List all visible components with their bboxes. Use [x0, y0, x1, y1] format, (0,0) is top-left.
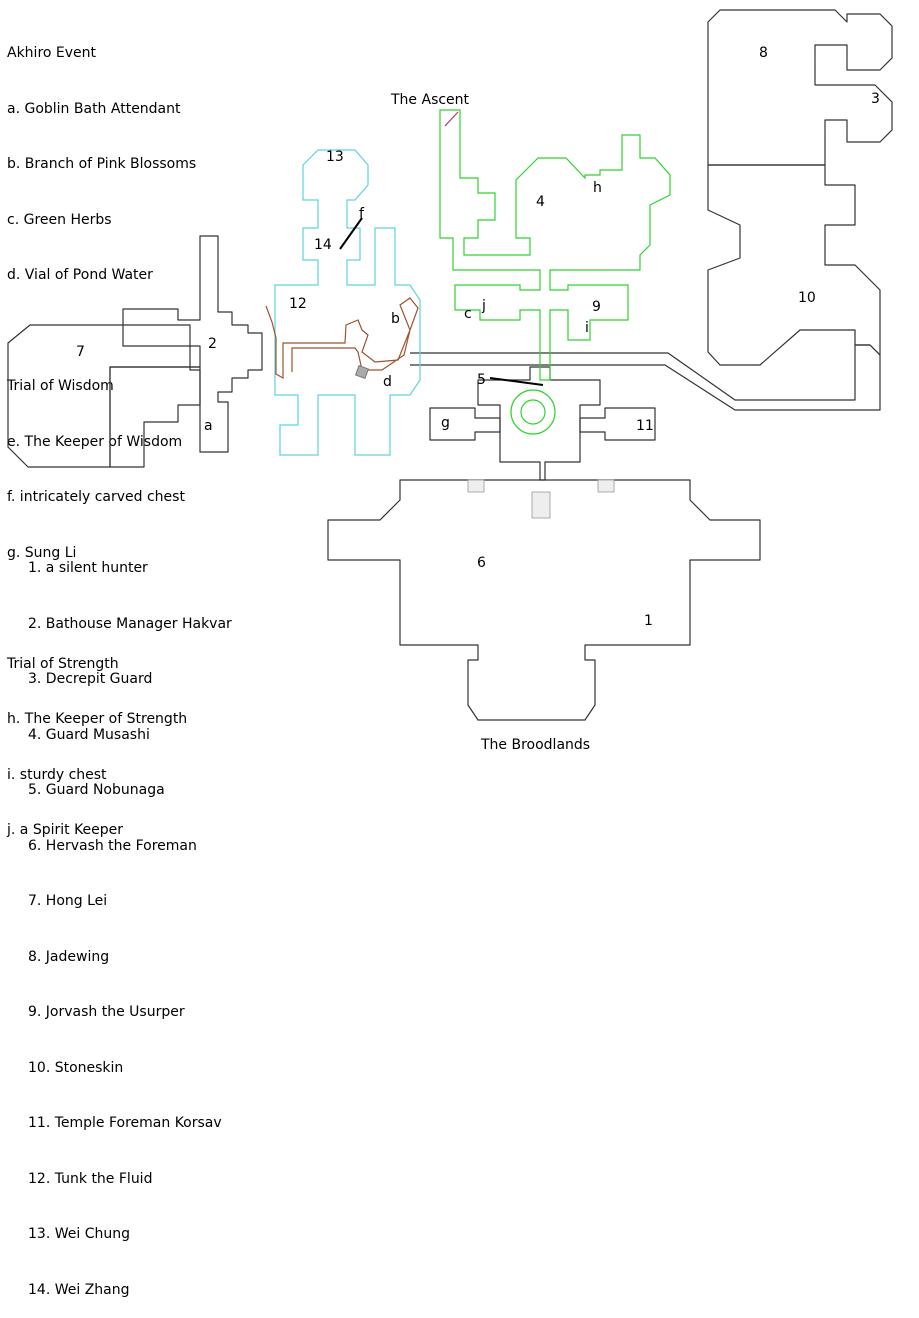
legend-wisdom-title: Trial of Wisdom [7, 378, 114, 394]
npc-item: 6. Hervash the Foreman [28, 837, 197, 854]
label-10: 10 [798, 290, 816, 306]
label-h: h [593, 180, 602, 196]
label-f: f [359, 206, 365, 222]
label-4: 4 [536, 194, 545, 210]
room-10 [707, 164, 881, 366]
label-7: 7 [76, 344, 85, 360]
label-d: d [383, 374, 392, 390]
npc-item: 8. Jadewing [28, 948, 110, 965]
strength-trial-outline [439, 109, 671, 381]
room-8 [707, 9, 893, 166]
legend-akhiro-title: Akhiro Event [7, 45, 97, 61]
legend-strength-title: Trial of Strength [7, 655, 119, 672]
leader-f [339, 217, 363, 250]
label-9: 9 [592, 299, 601, 315]
legend-item: g. Sung Li [7, 544, 77, 561]
legend-item: a. Goblin Bath Attendant [7, 100, 181, 117]
label-11: 11 [636, 418, 654, 434]
label-g: g [441, 415, 450, 431]
ascent-marker [444, 111, 459, 127]
npc-item: 3. Decrepit Guard [28, 671, 153, 687]
label-b: b [391, 311, 400, 327]
leader-5 [489, 377, 544, 386]
stairs [467, 479, 615, 519]
label-a: a [204, 418, 213, 434]
label-3: 3 [871, 91, 880, 107]
npc-item: 12. Tunk the Fluid [28, 1170, 153, 1187]
npc-item: 7. Hong Lei [28, 893, 108, 909]
label-1: 1 [644, 613, 653, 629]
label-j: j [481, 298, 486, 314]
npc-item: 13. Wei Chung [28, 1226, 130, 1242]
label-broodlands: The Broodlands [480, 737, 590, 753]
room-2 [122, 235, 263, 453]
room-a-annex [109, 366, 201, 468]
room-11 [579, 407, 656, 441]
legend-item: d. Vial of Pond Water [7, 267, 153, 283]
label-6: 6 [477, 555, 486, 571]
npc-item: 14. Wei Zhang [28, 1281, 130, 1298]
label-i: i [585, 320, 589, 336]
label-2: 2 [208, 336, 217, 352]
spiral-stair [510, 389, 556, 435]
npc-item: 1. a silent hunter [28, 560, 148, 576]
legend-item: c. Green Herbs [7, 211, 112, 228]
npc-item: 10. Stoneskin [28, 1059, 124, 1076]
label-8: 8 [759, 45, 768, 61]
room-6 [327, 479, 761, 721]
npc-item: 2. Bathouse Manager Hakvar [28, 615, 232, 632]
wisdom-trial-outline [274, 149, 421, 456]
npc-item: 9. Jorvash the Usurper [28, 1004, 185, 1020]
label-13: 13 [326, 149, 344, 165]
legend-item: i. sturdy chest [7, 766, 107, 783]
label-ascent: The Ascent [390, 92, 470, 108]
legend-item: e. The Keeper of Wisdom [7, 433, 183, 450]
legend-item: b. Branch of Pink Blossoms [7, 156, 197, 172]
room-5 [477, 366, 601, 481]
vial-marker [354, 364, 370, 380]
label-c: c [464, 306, 472, 322]
npc-item: 11. Temple Foreman Korsav [28, 1115, 222, 1131]
npc-item: 5. Guard Nobunaga [28, 782, 165, 798]
legend-item: f. intricately carved chest [7, 489, 185, 505]
label-12: 12 [289, 296, 307, 312]
npc-item: 4. Guard Musashi [28, 726, 150, 743]
label-14: 14 [314, 237, 332, 253]
label-5: 5 [477, 372, 486, 388]
dungeon-map: The Ascent The Broodlands 1 2 3 4 5 6 7 … [7, 9, 893, 753]
legend-item: h. The Keeper of Strength [7, 711, 188, 727]
